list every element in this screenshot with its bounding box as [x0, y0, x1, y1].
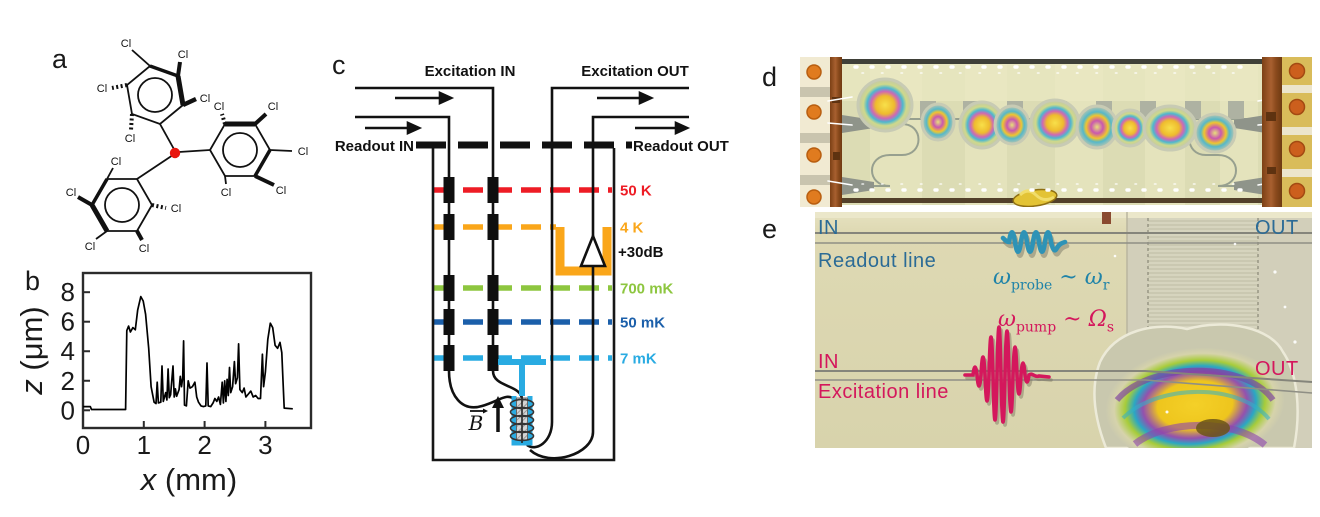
molecular-crystal-droplets	[856, 77, 1237, 154]
pump-frequency-formula: ωpump ~ Ωs	[998, 307, 1115, 336]
x-tick-label: 0	[76, 430, 90, 460]
attenuator	[487, 177, 499, 203]
io-lines	[355, 86, 689, 460]
cl-label: Cl	[66, 187, 76, 199]
crystal-blob	[1093, 323, 1299, 448]
pump-pulse-icon	[963, 325, 1053, 427]
pump-rhs: Ω	[1088, 307, 1107, 332]
y-axis-label: z (μm)	[18, 306, 49, 395]
panel-label-d: d	[762, 62, 778, 92]
stage-label: 50 mK	[620, 315, 665, 332]
readout-in-label: IN	[818, 217, 839, 239]
sample-holder	[498, 359, 546, 446]
stage-label: 4 K	[620, 220, 644, 237]
y-tick-label: 0	[61, 395, 75, 425]
panel-label-c: c	[332, 50, 346, 80]
stage-label: 700 mK	[620, 281, 674, 298]
stage-label: 7 mK	[620, 351, 657, 368]
excitation-in-label: IN	[818, 351, 839, 373]
cryostat-can-outline	[431, 148, 616, 462]
attenuator	[443, 345, 455, 371]
y-tick-label: 8	[61, 277, 75, 307]
y-tick-label: 4	[61, 336, 75, 366]
x-tick-label: 1	[137, 430, 151, 460]
photo-top-tab	[1102, 212, 1111, 224]
cryostat-diagram: B Excitation IN Excitation OUT Readout I…	[335, 63, 729, 462]
annotation-overlay	[815, 212, 1312, 448]
probe-wave-icon	[1000, 229, 1070, 259]
attenuator	[487, 309, 499, 335]
cl-label: Cl	[178, 49, 188, 61]
attenuator	[443, 177, 455, 203]
photo-top-strip	[815, 212, 1312, 218]
panel-label-e: e	[762, 214, 778, 244]
meander-left	[871, 123, 920, 187]
cl-label: Cl	[214, 101, 224, 113]
cl-label: Cl	[221, 187, 231, 199]
probe-lhs: ω	[993, 265, 1011, 290]
x-tick-label: 3	[258, 430, 272, 460]
cl-label: Cl	[171, 203, 181, 215]
cl-label: Cl	[200, 93, 210, 105]
y-tick-label: 6	[61, 307, 75, 337]
stage-label: 50 K	[620, 183, 652, 200]
chip-photo	[800, 57, 1312, 208]
readout-line-label: Readout line	[818, 250, 937, 272]
cl-label: Cl	[276, 185, 286, 197]
cl-label: Cl	[298, 146, 308, 158]
y-tick-label: 2	[61, 366, 75, 396]
magnetic-field-arrow: B	[468, 396, 504, 435]
pump-lhs: ω	[998, 307, 1016, 332]
device-zoom-photo: IN OUT Readout line IN OUT Excitation li…	[815, 212, 1312, 448]
radical-electron-dot	[169, 147, 181, 159]
attenuator	[487, 345, 499, 371]
probe-frequency-formula: ωprobe ~ ωr	[993, 265, 1110, 294]
excitation-transmission-line	[815, 370, 1312, 394]
pcb-right	[1262, 57, 1312, 207]
cl-label: Cl	[111, 156, 121, 168]
excitation-in-label: Excitation IN	[425, 63, 516, 80]
cl-label: Cl	[125, 133, 135, 145]
amplifier-4k-bracket	[555, 227, 612, 276]
molecule-ptm-radical: Cl Cl Cl Cl Cl Cl Cl Cl Cl Cl Cl Cl Cl C…	[66, 38, 308, 255]
cl-label: Cl	[139, 243, 149, 255]
excitation-coil	[509, 398, 535, 442]
cl-label: Cl	[121, 38, 131, 50]
panel-label-b: b	[25, 266, 41, 296]
signal-direction-arrows	[365, 90, 691, 136]
attenuator	[487, 275, 499, 301]
excitation-out-label: OUT	[1255, 358, 1299, 380]
readout-in-label: Readout IN	[335, 138, 414, 155]
cl-label: Cl	[268, 101, 278, 113]
probe-rhs: ω	[1084, 265, 1103, 290]
pcb-left	[800, 57, 842, 207]
excitation-line-label: Excitation line	[818, 381, 949, 403]
profile-trace	[83, 295, 293, 411]
attenuator	[443, 214, 455, 240]
cl-label: Cl	[85, 241, 95, 253]
via-dots-left	[806, 64, 822, 205]
attenuator	[443, 309, 455, 335]
panel-label-a: a	[52, 44, 68, 74]
via-dots-right	[1288, 62, 1306, 200]
cl-label: Cl	[97, 83, 107, 95]
chlorine-labels: Cl Cl Cl Cl Cl Cl Cl Cl Cl Cl Cl Cl Cl C…	[66, 38, 308, 255]
axes-box	[81, 271, 313, 430]
temperature-stage-labels: 50 K 4 K 700 mK 50 mK 7 mK	[620, 183, 674, 368]
b-field-label: B	[468, 411, 484, 435]
readout-out-label: OUT	[1255, 217, 1299, 239]
dust-specks	[1113, 242, 1297, 414]
x-tick-label: 2	[197, 430, 211, 460]
amplifier-triangle	[579, 232, 607, 268]
x-axis-label: x (mm)	[139, 462, 237, 497]
attenuators	[443, 177, 499, 371]
amplifier-gain-label: +30dB	[618, 244, 664, 261]
excitation-out-label: Excitation OUT	[581, 63, 689, 80]
readout-out-label: Readout OUT	[633, 138, 729, 155]
attenuator	[443, 275, 455, 301]
attenuator	[487, 214, 499, 240]
